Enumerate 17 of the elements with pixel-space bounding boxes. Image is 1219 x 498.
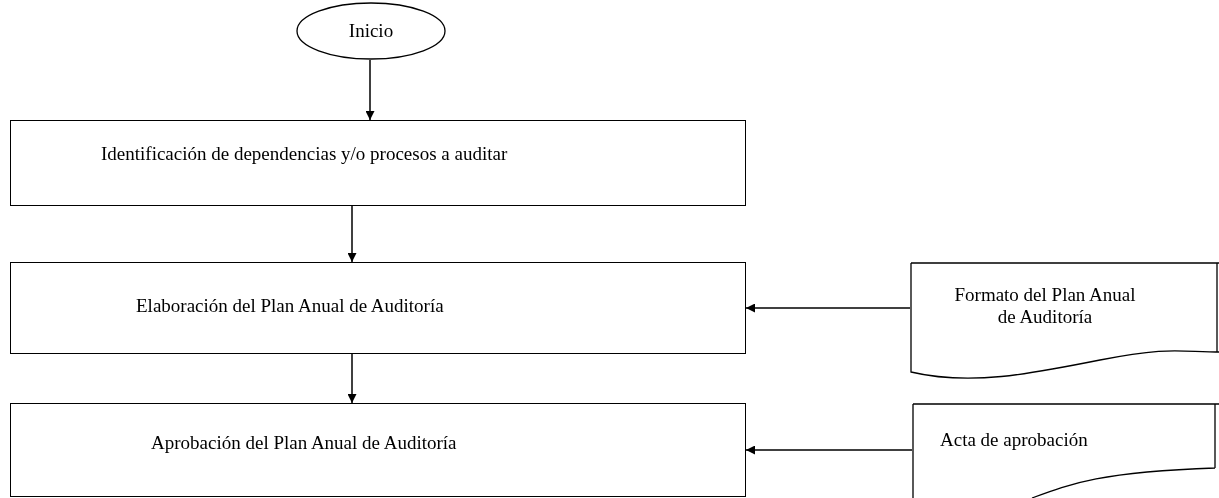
node-label: Aprobación del Plan Anual de Auditoría — [151, 432, 458, 454]
process-box — [10, 262, 746, 354]
arrow — [365, 59, 375, 121]
document-shape — [910, 262, 1219, 380]
start-ellipse — [296, 2, 446, 60]
arrow — [347, 205, 357, 263]
process-box — [10, 403, 746, 497]
node-label: Formato del Plan Anual de Auditoría — [953, 284, 1137, 328]
process-box — [10, 120, 746, 206]
node-label: Acta de aprobación — [940, 429, 1089, 451]
document-shape — [912, 403, 1219, 498]
arrow — [745, 445, 913, 455]
node-label: Inicio — [347, 20, 395, 42]
arrow — [745, 303, 911, 313]
node-label: Identificación de dependencias y/o procesos a auditar — [101, 143, 509, 165]
arrow — [347, 353, 357, 404]
node-label: Elaboración del Plan Anual de Auditoría — [136, 295, 445, 317]
